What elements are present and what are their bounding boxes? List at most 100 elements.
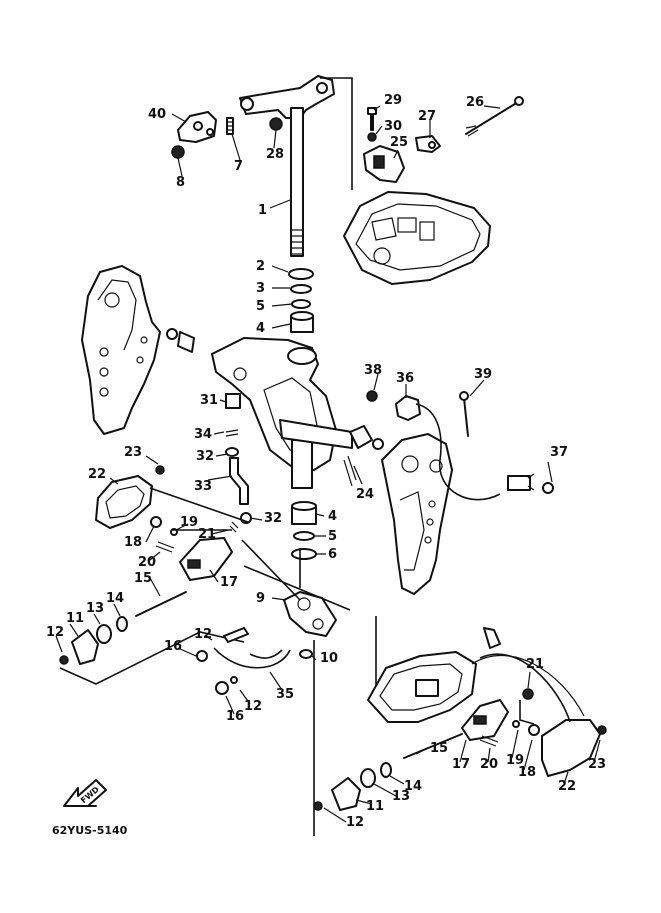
bolt-39: [459, 391, 469, 437]
oring-10: [299, 649, 313, 659]
ring-13-right: [360, 768, 376, 788]
ring-13-left: [96, 624, 112, 644]
clamp-37: [542, 482, 554, 494]
washer-12-lower: [230, 676, 238, 684]
callout-label: 5: [328, 529, 337, 544]
callout-label: 12: [194, 627, 212, 642]
callout-label: 26: [466, 95, 484, 110]
callout-label: 2: [256, 259, 265, 274]
callout-label: 7: [234, 159, 243, 174]
washer-12-left: [59, 655, 69, 665]
bushing-4-top: [290, 311, 314, 333]
callout-label: 22: [88, 467, 106, 482]
callout-label: 15: [134, 571, 152, 586]
callout-label: 16: [164, 639, 182, 654]
callout-label: 21: [526, 657, 544, 672]
pin-20-right: [479, 735, 499, 747]
bolt-18-right: [528, 724, 540, 736]
bolt-26: [465, 96, 524, 137]
callout-label: 4: [256, 321, 265, 336]
washer-2: [288, 268, 314, 280]
bushing-32-top: [225, 447, 239, 457]
leader-box-top: [320, 77, 353, 190]
swivel-bracket: [211, 337, 353, 489]
cover-22-right: [541, 719, 601, 777]
callout-label: 15: [430, 741, 448, 756]
nut-8: [171, 145, 185, 159]
callout-label: 5: [256, 299, 265, 314]
callout-label: 38: [364, 363, 382, 378]
oring-right: [372, 438, 384, 450]
callout-label: 40: [148, 107, 166, 122]
callout-label: 29: [384, 93, 402, 108]
rod-15-left: [135, 591, 187, 617]
callout-label: 12: [244, 699, 262, 714]
spring-21-left: [229, 521, 239, 533]
fwd-arrow-icon: FWD: [63, 779, 107, 807]
callout-label: 23: [124, 445, 142, 460]
washer-12-right: [313, 801, 323, 811]
callout-label: 28: [266, 147, 284, 162]
oring-5-top: [291, 299, 311, 309]
rod-33: [229, 457, 249, 505]
washer-14-left: [116, 616, 128, 632]
washer-19-right: [512, 720, 520, 728]
clip-left: [483, 627, 501, 649]
callout-label: 33: [194, 479, 212, 494]
callout-label: 30: [384, 119, 402, 134]
screw-23-right: [597, 725, 607, 735]
callout-label: 20: [480, 757, 498, 772]
callout-label: 31: [200, 393, 218, 408]
bolt-29: [367, 107, 377, 131]
lower-bracket-plate: [367, 651, 477, 723]
drawing-code: 62YUS-5140: [52, 824, 128, 837]
rod-15-right: [403, 733, 463, 759]
callout-label: 23: [588, 757, 606, 772]
plate-27: [415, 135, 441, 153]
callout-label: 37: [550, 445, 568, 460]
link-9: [283, 591, 337, 637]
cover-22-left: [95, 475, 153, 529]
bottom-cowling-plate: [343, 191, 491, 285]
steering-shaft: [239, 75, 335, 257]
cylinder-17-left: [179, 537, 233, 581]
callout-label: 24: [356, 487, 374, 502]
nut-16-lower: [215, 681, 229, 695]
callout-label: 6: [328, 547, 337, 562]
callout-label: 35: [276, 687, 294, 702]
callout-label: 11: [366, 799, 384, 814]
bushing-11-right: [331, 777, 361, 811]
clamp-bracket-right: [381, 433, 453, 595]
callout-label: 17: [452, 757, 470, 772]
callout-label: 4: [328, 509, 337, 524]
callout-label: 13: [86, 601, 104, 616]
callout-label: 18: [124, 535, 142, 550]
screw-34: [225, 429, 239, 437]
callout-label: 12: [346, 815, 364, 830]
screw-38: [366, 390, 378, 402]
cylinder-17-right: [461, 699, 509, 741]
callout-label: 18: [518, 765, 536, 780]
nut-16-center: [196, 650, 208, 662]
callout-label: 11: [66, 611, 84, 626]
oring-5-bottom: [293, 531, 315, 541]
callout-label: 12: [46, 625, 64, 640]
rod-35: [213, 647, 291, 669]
callout-label: 25: [390, 135, 408, 150]
callout-leaders: [55, 105, 601, 823]
callout-label: 3: [256, 281, 265, 296]
nut-28: [269, 117, 283, 131]
callout-label: 13: [392, 789, 410, 804]
callout-label: 19: [506, 753, 524, 768]
callout-label: 14: [404, 779, 422, 794]
callout-label: 19: [180, 515, 198, 530]
clamp-bracket-left: [81, 265, 161, 435]
callout-label: 14: [106, 591, 124, 606]
washer-3: [290, 284, 312, 294]
screw-23-left: [155, 465, 165, 475]
pin-12-center: [223, 627, 249, 643]
callout-label: 8: [176, 175, 185, 190]
callout-label: 39: [474, 367, 492, 382]
bushing-11-left: [71, 629, 99, 665]
